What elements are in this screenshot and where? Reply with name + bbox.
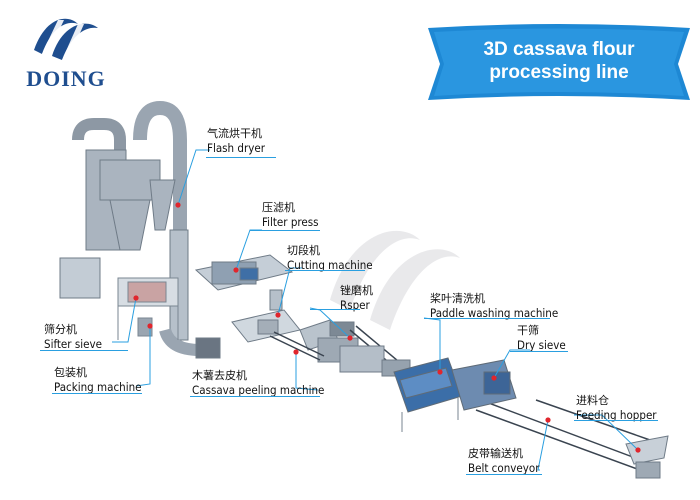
- flash-dryer-cn: 气流烘干机: [207, 127, 262, 140]
- dry-sieve-cn: 干筛: [517, 324, 539, 337]
- flash-dryer-en: Flash dryer: [207, 141, 265, 155]
- underline-flash-dryer: [206, 157, 276, 158]
- underline-sifter-sieve: [40, 350, 128, 351]
- logo-text: DOING: [26, 66, 106, 91]
- label-feeding-hopper: 进料仓 Feeding hopper: [576, 394, 657, 422]
- peeling-machine: [339, 345, 411, 377]
- label-belt-conveyor: 皮带输送机 Belt conveyor: [468, 447, 539, 475]
- feeding-hopper-machine: [625, 435, 669, 479]
- label-cutting-machine: 切段机 Cutting machine: [287, 244, 373, 272]
- banner-title-line2: processing line: [489, 62, 629, 83]
- label-rasper: 锉磨机 Rsper: [340, 284, 373, 312]
- packing-machine-cn: 包装机: [54, 366, 87, 379]
- belt-conveyor-en: Belt conveyor: [468, 461, 540, 475]
- paddle-washing-cn: 桨叶清洗机: [430, 292, 485, 305]
- banner-title-line1: 3D cassava flour: [483, 39, 635, 60]
- underline-paddle-washing: [424, 318, 550, 319]
- rasper-en: Rsper: [340, 298, 370, 312]
- dry-sieve-machine: [451, 359, 517, 411]
- peeling-machine-en: Cassava peeling machine: [192, 383, 325, 397]
- paddle-washing-machine: [393, 357, 463, 432]
- underline-packing-machine: [52, 393, 142, 394]
- label-peeling-machine: 木薯去皮机 Cassava peeling machine: [192, 369, 324, 397]
- dry-sieve-en: Dry sieve: [517, 338, 566, 352]
- label-flash-dryer: 气流烘干机 Flash dryer: [207, 127, 265, 155]
- belt-conveyor-cn: 皮带输送机: [468, 447, 523, 460]
- underline-rasper: [310, 309, 360, 310]
- label-sifter-sieve: 筛分机 Sifter sieve: [44, 323, 102, 351]
- label-dry-sieve: 干筛 Dry sieve: [517, 324, 566, 352]
- packing-machine-en: Packing machine: [54, 380, 142, 394]
- underline-belt-conveyor: [466, 474, 542, 475]
- filter-press-en: Filter press: [262, 215, 319, 229]
- sifter-sieve-cn: 筛分机: [44, 323, 77, 336]
- underline-dry-sieve: [510, 351, 568, 352]
- cutting-machine-cn: 切段机: [287, 244, 320, 257]
- peeling-machine-cn: 木薯去皮机: [192, 369, 247, 382]
- banner-title: 3D cassava flour processing line: [452, 38, 666, 84]
- sifter-packing-platform: [117, 277, 179, 340]
- rasper-cn: 锉磨机: [340, 284, 373, 297]
- feeding-hopper-en: Feeding hopper: [576, 408, 657, 422]
- title-banner: 3D cassava flour processing line: [428, 24, 690, 104]
- company-logo: DOING: [18, 10, 110, 91]
- underline-peeling-machine: [190, 396, 320, 397]
- watermark-logo: [330, 230, 460, 330]
- filter-press-machine: [194, 254, 294, 311]
- underline-feeding-hopper: [574, 420, 658, 421]
- paddle-washing-en: Paddle washing machine: [430, 306, 559, 320]
- label-paddle-washing: 桨叶清洗机 Paddle washing machine: [430, 292, 558, 320]
- logo-mark-icon: [34, 18, 98, 60]
- feeding-hopper-cn: 进料仓: [576, 394, 609, 407]
- sifter-sieve-en: Sifter sieve: [44, 337, 102, 351]
- label-filter-press: 压滤机 Filter press: [262, 201, 319, 229]
- underline-filter-press: [250, 230, 320, 231]
- ribbon-shape: [428, 24, 690, 100]
- label-packing-machine: 包装机 Packing machine: [54, 366, 142, 394]
- flash-dryer-machine: [59, 100, 221, 359]
- filter-press-cn: 压滤机: [262, 201, 295, 214]
- underline-cutting-machine: [285, 270, 365, 271]
- cutting-machine-en: Cutting machine: [287, 258, 373, 272]
- marker-dots: [133, 202, 641, 453]
